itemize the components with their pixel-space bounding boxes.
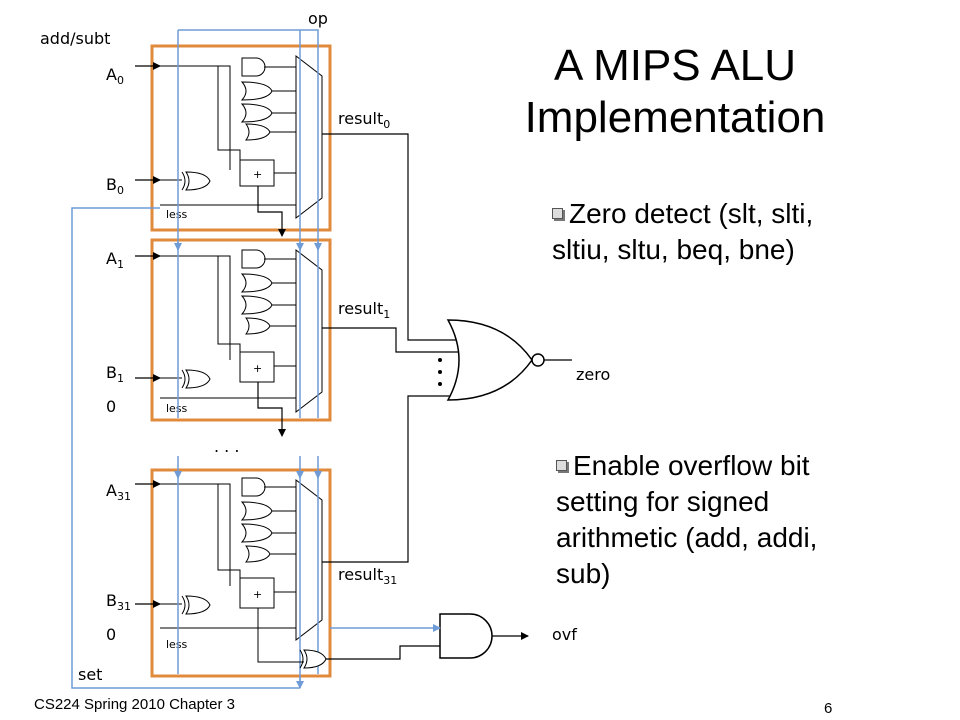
ovf-and-gate (439, 613, 493, 659)
result-1-wire (322, 327, 462, 353)
slice-31-less-label: less (166, 638, 188, 651)
slice-31-less-zero: 0 (106, 625, 116, 644)
slice-31-b-label: B31 (106, 591, 131, 613)
slice-1-a-label: A1 (106, 249, 124, 271)
alu-slice-0: A0 B0 + less (106, 44, 332, 237)
add-subt-label: add/subt (40, 29, 110, 48)
set-label: set (78, 665, 102, 684)
slice-1-b-label: B1 (106, 363, 124, 385)
result-31-wire (322, 395, 462, 563)
slice-0-b-label: B0 (106, 175, 124, 197)
slice-31-border (150, 468, 332, 678)
zero-label: zero (576, 365, 610, 384)
slide-title: A MIPS ALU Implementation (524, 41, 826, 142)
ovf-label: ovf (552, 625, 577, 644)
slices-ellipsis: . . . (214, 437, 239, 456)
slice-31-a-label: A31 (106, 481, 131, 503)
svg-text:+: + (253, 362, 262, 375)
footer-course: CS224 Spring 2010 Chapter 3 (34, 696, 235, 713)
result-31-label: result31 (338, 565, 397, 587)
slice-1-less-label: less (166, 402, 188, 415)
op-control-line (300, 29, 319, 44)
op-label: op (308, 9, 328, 28)
alu-slice-1: A1 B1 0 + less (106, 228, 332, 437)
slice-0-less-label: less (166, 208, 188, 221)
bullet-icon (556, 460, 567, 471)
alu-slice-31: A31 B31 0 + less (106, 456, 332, 688)
zero-nor-gate (446, 319, 545, 401)
ovf-xor-wire (326, 645, 440, 660)
slice-0-border (150, 44, 332, 232)
bullet-overflow: Enable overflow bit setting for signed a… (556, 450, 818, 589)
svg-text:+: + (253, 168, 262, 181)
result-1-label: result1 (338, 299, 390, 321)
bullet-zero-detect: Zero detect (slt, slti, sltiu, sltu, beq… (552, 198, 814, 265)
footer-page-number: 6 (824, 700, 833, 717)
svg-text:+: + (253, 588, 262, 601)
slice-1-border (150, 238, 332, 422)
slice-0-a-label: A0 (106, 65, 124, 87)
set-feedback-wire (71, 207, 300, 689)
nor-input-ellipsis (438, 358, 442, 386)
slice-1-less-zero: 0 (106, 397, 116, 416)
bullet-icon (552, 208, 563, 219)
result-0-wire (322, 133, 462, 341)
result-0-label: result0 (338, 109, 390, 131)
